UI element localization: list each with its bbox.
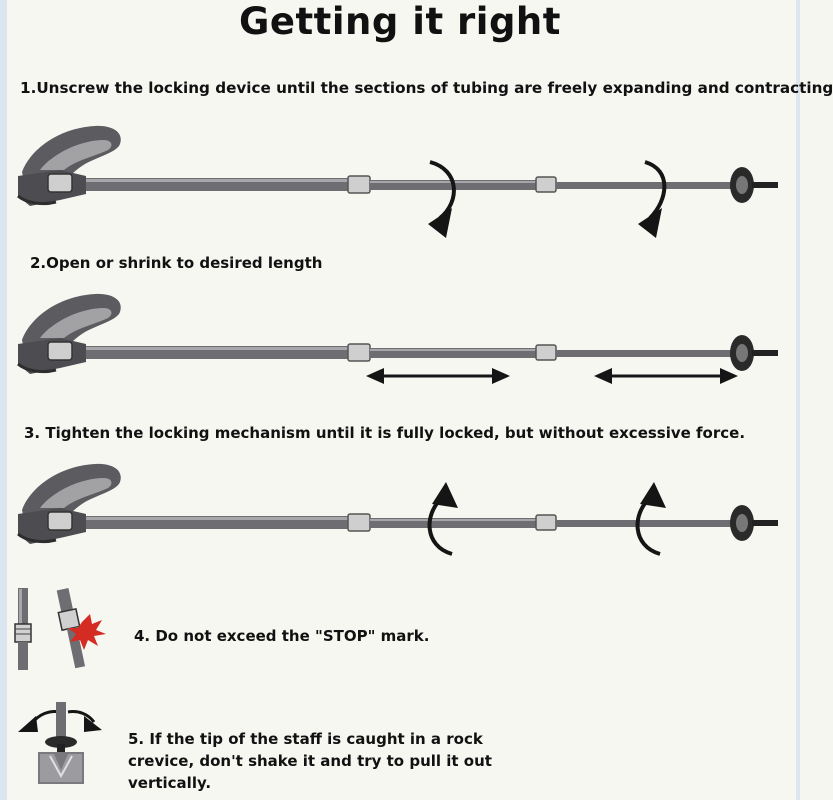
pole-shaft	[86, 175, 732, 194]
rotate-up-arrow-heads	[432, 482, 666, 508]
trekking-pole-tighten-illustration	[17, 463, 778, 556]
pole-handle-icon	[17, 463, 121, 544]
step-5-text: 5. If the tip of the staff is caught in …	[128, 730, 492, 792]
rotate-down-arrow-heads	[428, 208, 662, 238]
pole-tip-basket-icon	[730, 335, 778, 371]
pole-tip-basket-icon	[730, 167, 778, 203]
trekking-pole-length-illustration	[17, 293, 778, 384]
pole-shaft	[86, 343, 732, 362]
step-3-text: 3. Tighten the locking mechanism until i…	[24, 424, 746, 442]
step-2-text: 2.Open or shrink to desired length	[30, 254, 323, 272]
step-4-text: 4. Do not exceed the "STOP" mark.	[134, 627, 430, 645]
double-horizontal-arrow-icon	[366, 368, 738, 384]
pole-tip-basket-icon	[730, 505, 778, 541]
rock-crevice-icon	[18, 702, 102, 784]
pole-shaft	[86, 513, 732, 532]
left-edge-tint	[0, 0, 7, 800]
pole-handle-icon	[17, 125, 121, 206]
right-edge-tint	[796, 0, 800, 800]
page-title: Getting it right	[239, 0, 561, 43]
trekking-pole-unscrew-illustration	[17, 125, 778, 238]
step-1-text: 1.Unscrew the locking device until the s…	[20, 79, 833, 97]
pole-handle-icon	[17, 293, 121, 374]
burst-icon	[68, 614, 106, 650]
stop-mark-warning-icon	[14, 587, 106, 670]
